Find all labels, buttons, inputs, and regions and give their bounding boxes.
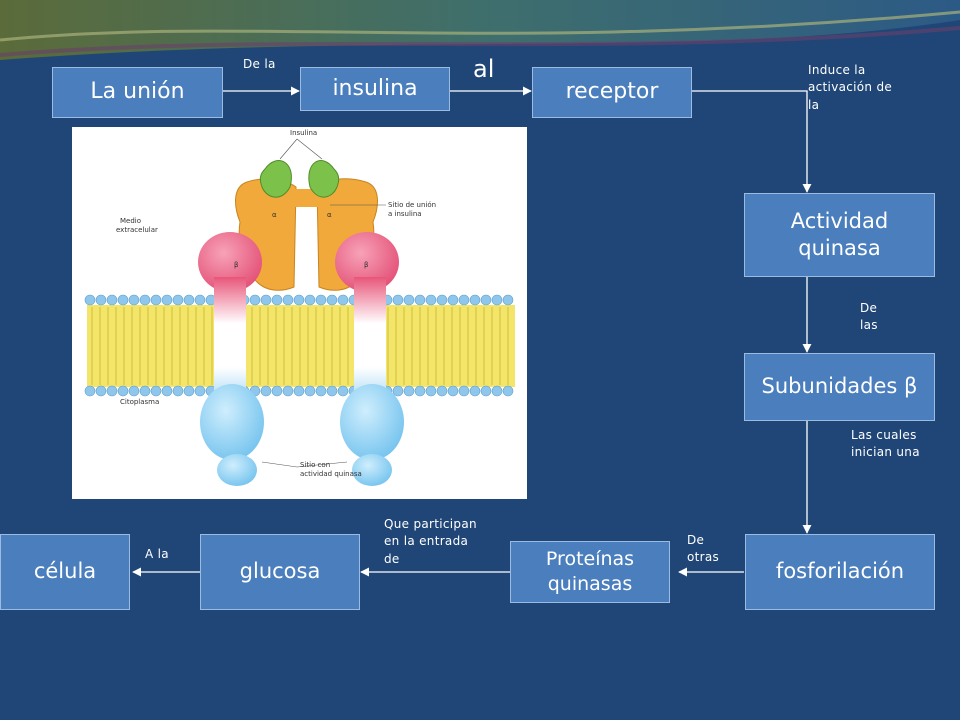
beta-label-left: β (234, 261, 238, 269)
label-de-otras: De otras (687, 533, 720, 565)
label-de-la: De la (243, 57, 276, 71)
label-a-la: A la (145, 547, 169, 561)
label-que-participan: Que participan en la entrada de (384, 517, 477, 566)
label-las-cuales: Las cuales inician una (851, 428, 920, 460)
node-proteinas-quinasas: Proteínas quinasas (510, 541, 670, 603)
label-al: al (473, 55, 495, 83)
node-la-union: La unión (52, 67, 223, 118)
node-glucosa: glucosa (200, 534, 360, 610)
insulin-receptor-figure: α α β β Insulina Sitio de u (72, 127, 527, 499)
node-receptor: receptor (532, 67, 692, 118)
figure-label-insulina: Insulina (290, 129, 317, 137)
node-subunidades: Subunidades β (744, 353, 935, 421)
insulin-molecules (259, 160, 340, 198)
node-fosforilacion: fosforilación (745, 534, 935, 610)
beta-subunits (198, 232, 404, 486)
top-decoration (0, 0, 960, 70)
node-actividad-quinasa: Actividad quinasa (744, 193, 935, 277)
figure-label-citoplasma: Citoplasma (120, 398, 159, 406)
label-induce: Induce la activación de la (808, 63, 893, 112)
label-de-las: De las (860, 301, 878, 333)
arrow-receptor-actividad (692, 90, 812, 193)
beta-label-right: β (364, 261, 368, 269)
node-celula: célula (0, 534, 130, 610)
cell-membrane (84, 294, 515, 397)
alpha-label-right: α (327, 211, 332, 219)
alpha-label-left: α (272, 211, 277, 219)
node-insulina: insulina (300, 67, 450, 111)
